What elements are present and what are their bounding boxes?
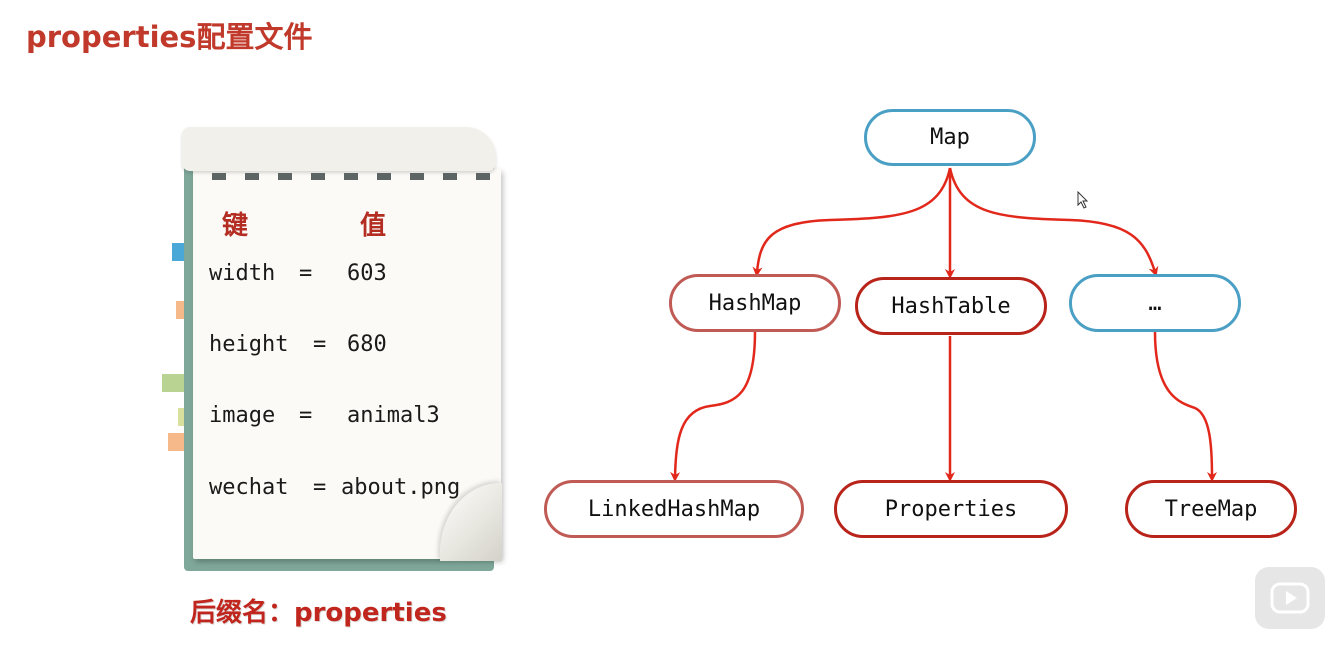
entry-value: 680 xyxy=(347,332,387,357)
kv-entry: width = 603 xyxy=(209,261,387,386)
edge-map-ellipsis xyxy=(948,167,1159,277)
entry-key: width xyxy=(209,261,276,286)
suffix-label: 后缀名：properties xyxy=(190,598,447,628)
value-header: 值 xyxy=(360,211,387,241)
notebook-illustration: 键 值 width = 603 height = 680 image = ani… xyxy=(160,125,510,575)
page-title: properties配置文件 xyxy=(26,20,313,54)
entry-value: about.png xyxy=(341,475,461,500)
edge-hashmap-linkedhashmap xyxy=(670,331,757,482)
node-linkedhashmap: LinkedHashMap xyxy=(544,480,804,538)
node-hashmap: HashMap xyxy=(669,274,841,332)
notebook-page xyxy=(193,169,501,559)
entry-key: image xyxy=(209,403,276,428)
cursor-icon xyxy=(1077,191,1089,209)
binding-holes xyxy=(212,173,490,181)
edge-ellipsis-treemap xyxy=(1153,331,1217,482)
kv-entry: image = animal3 xyxy=(209,403,440,528)
key-header: 键 xyxy=(222,211,249,241)
entry-value: animal3 xyxy=(347,403,440,428)
entry-key: wechat xyxy=(209,475,289,500)
node-hashtable: HashTable xyxy=(855,277,1047,335)
kv-entry: wechat = about.png xyxy=(209,475,460,600)
entry-equals: = xyxy=(313,332,327,357)
entry-value: 603 xyxy=(347,261,387,286)
edge-map-hashmap xyxy=(752,167,952,277)
node-treemap: TreeMap xyxy=(1125,480,1297,538)
notebook-binding xyxy=(182,127,496,171)
kv-entry: height = 680 xyxy=(209,332,387,457)
node-map: Map xyxy=(864,109,1036,166)
entry-equals: = xyxy=(313,475,327,500)
entry-equals: = xyxy=(299,261,313,286)
play-watermark-icon xyxy=(1255,567,1325,629)
entry-key: height xyxy=(209,332,289,357)
entry-equals: = xyxy=(299,403,313,428)
node-properties: Properties xyxy=(834,480,1068,538)
node-ellipsis: … xyxy=(1069,274,1241,332)
